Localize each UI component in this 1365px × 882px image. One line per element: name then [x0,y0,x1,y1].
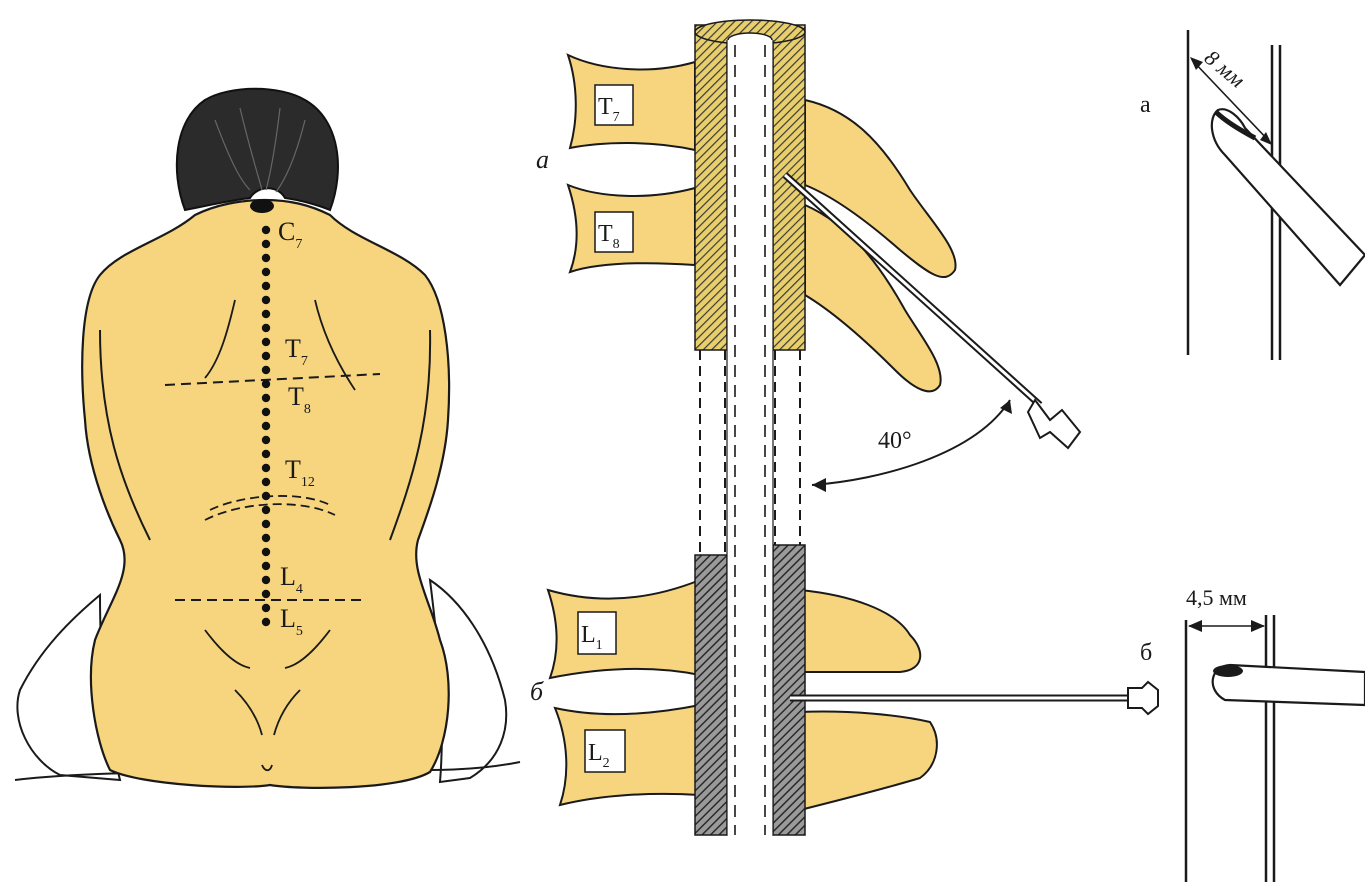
spine-dot [262,562,270,570]
detail-label-a: а [1140,92,1151,118]
spine-dot [262,282,270,290]
spine-dot [262,576,270,584]
c7-marker [250,199,274,213]
lumbar-needle [790,682,1158,714]
head-hair [177,89,338,210]
spine-dot [262,324,270,332]
spinal-canal-figure: T7 T8 L1 L2 [530,20,1158,835]
detail-panel-b: б 4,5 мм [1140,585,1365,882]
spine-dot [262,310,270,318]
spine-dots [262,226,270,626]
angle-label: 40° [878,428,912,454]
center-label-b: б [530,677,544,706]
spine-dot [262,478,270,486]
detail-panel-a: а 8 мм [1140,30,1365,360]
spine-dot [262,548,270,556]
dura-walls [695,20,805,835]
spine-dot [262,534,270,542]
spine-dot [262,408,270,416]
spine-dot [262,422,270,430]
distance-label-b: 4,5 мм [1186,585,1247,610]
detail-label-b: б [1140,640,1152,666]
angle-indicator: 40° [812,400,1012,492]
spine-dot [262,492,270,500]
spine-dot [262,394,270,402]
spine-dot [262,380,270,388]
spine-dot [262,450,270,458]
spine-dot [262,254,270,262]
spine-dot [262,436,270,444]
spine-dot [262,296,270,304]
needle-depth-detail: а 8 мм б 4,5 мм [1140,30,1365,882]
spine-dot [262,240,270,248]
spine-dot [262,618,270,626]
spine-dot [262,352,270,360]
spine-dot [262,366,270,374]
spine-dot [262,590,270,598]
spine-dot [262,604,270,612]
spine-dot [262,506,270,514]
spine-dot [262,464,270,472]
spine-dot [262,268,270,276]
spine-dot [262,338,270,346]
patient-back-figure: C7 T7 T8 T12 L4 L5 [15,89,520,788]
spine-dot [262,520,270,528]
spine-dot [262,226,270,234]
center-label-a: а [536,145,549,174]
distance-label-a: 8 мм [1200,45,1250,93]
